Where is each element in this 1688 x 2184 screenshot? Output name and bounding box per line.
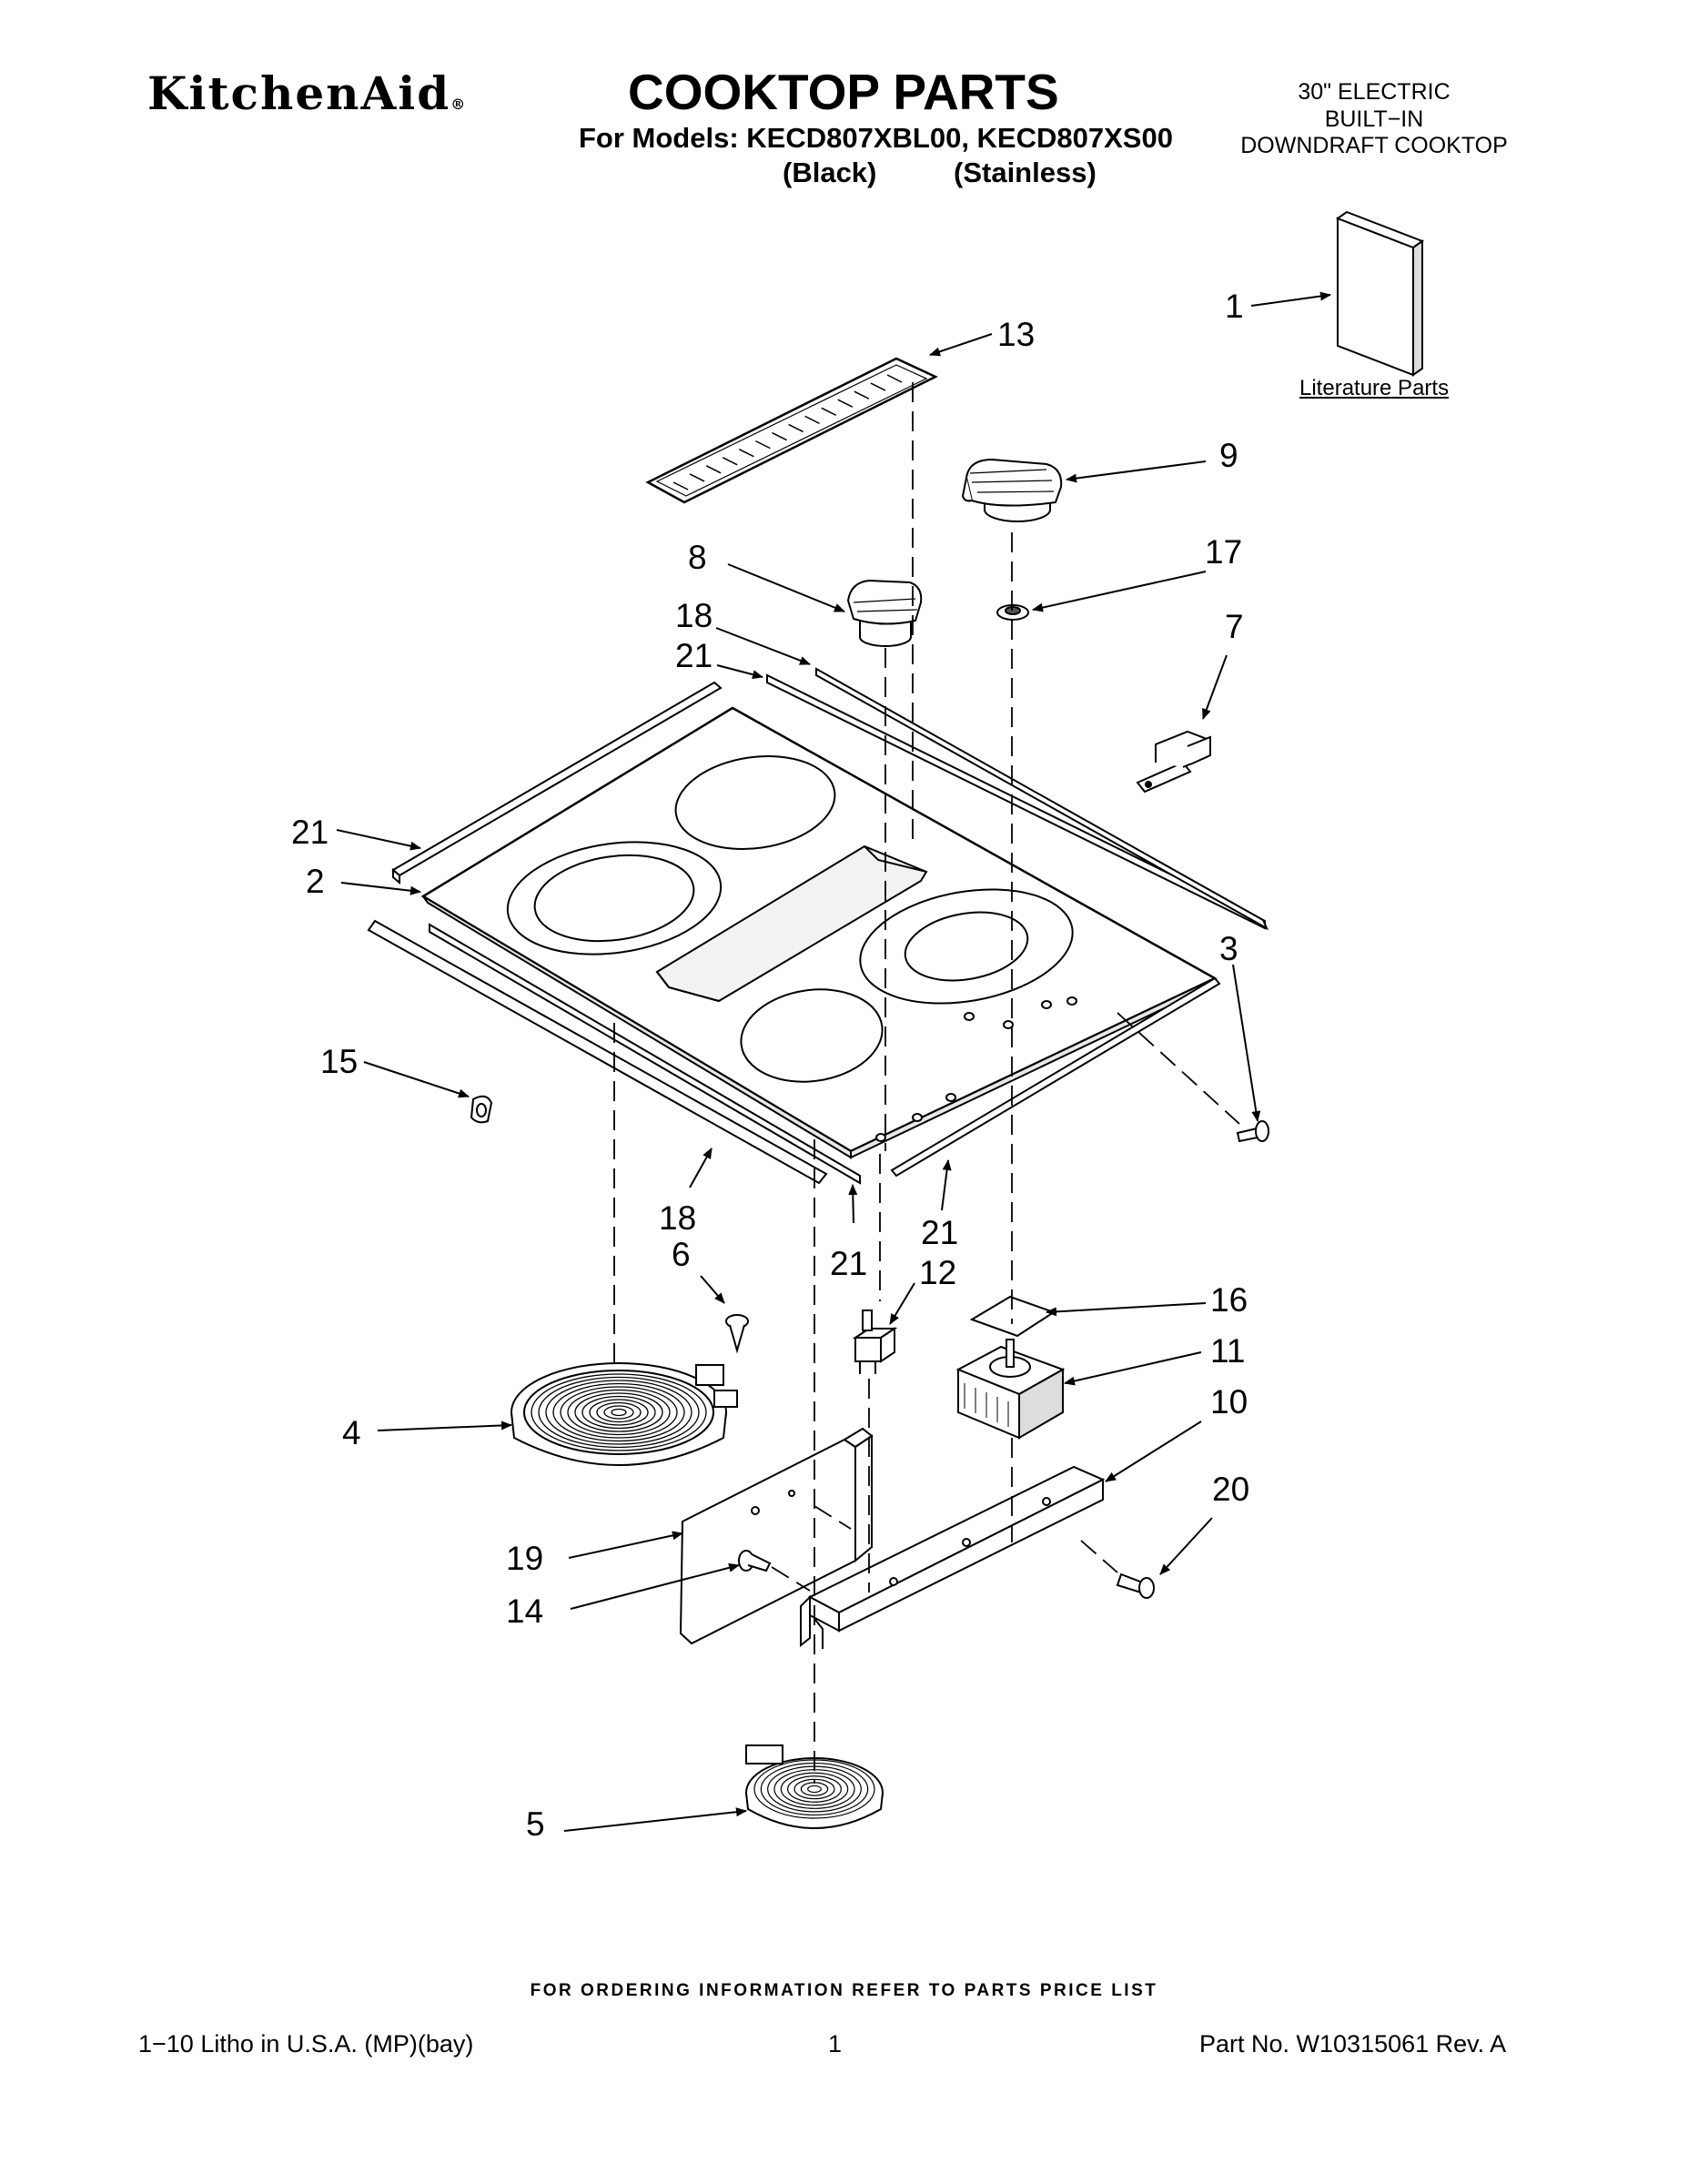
screw-element (725, 1314, 749, 1354)
callout-15: 15 (320, 1043, 359, 1080)
bolt-left (738, 1550, 772, 1572)
callout-18-bottom: 18 (659, 1199, 697, 1237)
callout-10: 10 (1210, 1383, 1248, 1421)
variant-black: (Black) (783, 157, 877, 188)
small-knob (846, 579, 923, 647)
page-number: 1 (828, 2030, 843, 2058)
callout-19: 19 (506, 1540, 544, 1577)
glass-cooktop (420, 706, 1219, 1159)
callout-20: 20 (1212, 1471, 1250, 1508)
callout-9: 9 (1219, 437, 1238, 474)
product-type-line-2: BUILT−IN (1324, 106, 1424, 132)
callout-21-right: 21 (921, 1214, 959, 1251)
callout-21-top: 21 (675, 637, 713, 674)
callout-18-top: 18 (675, 597, 713, 634)
litho-info: 1−10 Litho in U.S.A. (MP)(bay) (138, 2030, 474, 2058)
bracket-clip (1136, 730, 1211, 794)
small-clip (470, 1095, 493, 1124)
callout-8: 8 (688, 539, 707, 576)
brand-name: KitchenAid (147, 66, 451, 120)
switch (852, 1309, 898, 1374)
callout-14: 14 (506, 1592, 544, 1630)
trim-strips (391, 673, 1266, 1185)
callout-2: 2 (306, 863, 325, 900)
element-bracket (679, 1427, 874, 1645)
part-number: Part No. W10315061 Rev. A (1199, 2030, 1507, 2058)
callout-7: 7 (1225, 608, 1244, 645)
vent-grille (645, 357, 938, 504)
leader-arrows (336, 291, 1331, 1832)
callout-11: 11 (1210, 1332, 1246, 1370)
literature-parts-label: Literature Parts (1299, 376, 1450, 400)
callout-1: 1 (1225, 288, 1244, 325)
alignment-lines (613, 382, 1240, 1784)
large-knob (961, 458, 1063, 522)
literature-booklet (1335, 210, 1425, 377)
infinite-switch (955, 1339, 1066, 1440)
registered-mark: ® (450, 96, 466, 113)
screw-right (1236, 1120, 1269, 1143)
gasket-strips (367, 667, 1269, 1185)
bolt-right (1116, 1572, 1155, 1599)
callout-17: 17 (1205, 533, 1243, 571)
insulator-pad (969, 1295, 1056, 1338)
product-type-line-3: DOWNDRAFT COOKTOP (1240, 133, 1508, 158)
callout-16: 16 (1210, 1281, 1248, 1319)
callout-21-left: 21 (291, 814, 329, 851)
callout-3: 3 (1219, 930, 1238, 967)
callout-21-bottom: 21 (830, 1245, 868, 1282)
page-title: COOKTOP PARTS (628, 64, 1059, 120)
large-radiant-element (510, 1362, 738, 1466)
callout-13: 13 (997, 316, 1036, 353)
callout-4: 4 (342, 1414, 361, 1451)
models-line: For Models: KECD807XBL00, KECD807XS00 (579, 122, 1173, 154)
grommet (996, 604, 1029, 621)
callout-6: 6 (672, 1236, 691, 1273)
product-type-line-1: 30" ELECTRIC (1298, 79, 1450, 105)
callout-5: 5 (526, 1805, 545, 1843)
brand-logo: KitchenAid® (147, 71, 465, 116)
variant-stainless: (Stainless) (954, 157, 1097, 188)
ordering-note: FOR ORDERING INFORMATION REFER TO PARTS … (530, 1981, 1158, 2000)
burner-support-rail (800, 1465, 1106, 1649)
callout-12: 12 (919, 1254, 957, 1291)
